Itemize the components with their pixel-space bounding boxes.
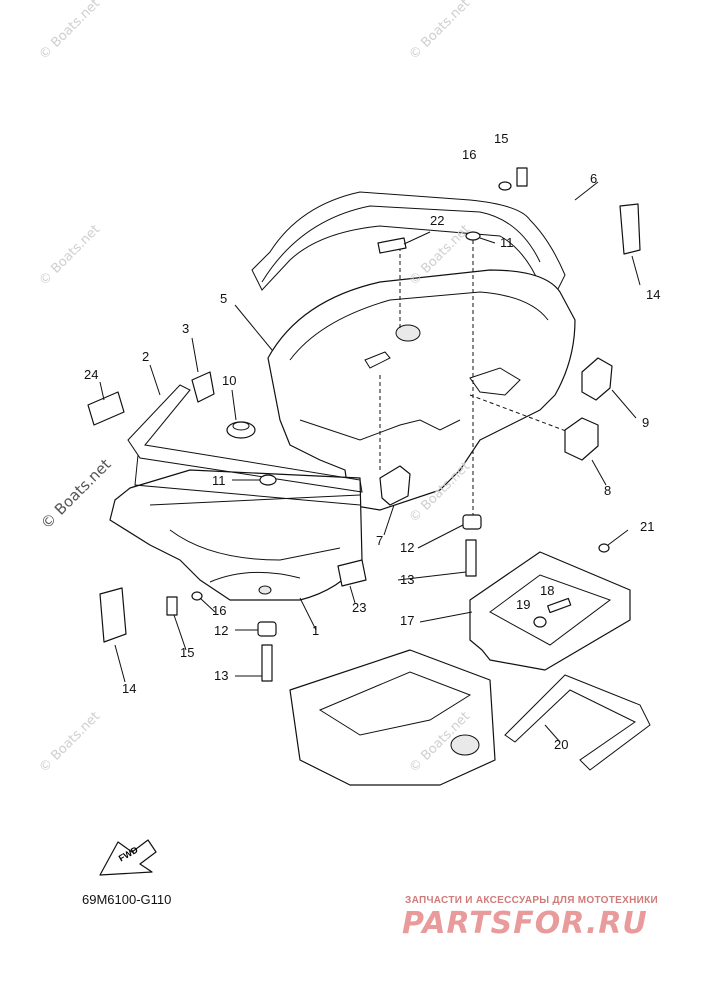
bottom-cowling bbox=[267, 240, 591, 511]
callout-20: 20 bbox=[554, 737, 569, 752]
callout-13-left: 13 bbox=[214, 668, 229, 683]
callout-11-upper: 11 bbox=[500, 235, 514, 250]
label-22-part bbox=[377, 237, 407, 254]
callout-2: 2 bbox=[142, 349, 150, 364]
callout-18: 18 bbox=[540, 583, 555, 598]
callout-12-left: 12 bbox=[214, 623, 229, 638]
callout-3: 3 bbox=[182, 321, 190, 336]
callout-19: 19 bbox=[516, 597, 531, 612]
callout-9: 9 bbox=[642, 415, 650, 430]
latch-14-left bbox=[99, 587, 127, 643]
leader-lines bbox=[99, 181, 641, 743]
callout-14-right: 14 bbox=[646, 287, 661, 302]
callout-6: 6 bbox=[590, 171, 598, 186]
callout-7: 7 bbox=[376, 533, 384, 548]
label-24-part bbox=[87, 391, 125, 426]
grommet-10-part bbox=[226, 421, 256, 439]
callout-17: 17 bbox=[400, 613, 415, 628]
seal-lower bbox=[127, 384, 363, 506]
callout-8: 8 bbox=[604, 483, 612, 498]
callout-12-right: 12 bbox=[400, 540, 415, 555]
callout-10: 10 bbox=[222, 373, 237, 388]
callout-11-lower: 11 bbox=[212, 473, 226, 488]
grommets bbox=[379, 357, 613, 506]
bolts bbox=[257, 514, 482, 682]
callout-22: 22 bbox=[430, 213, 445, 228]
diagram-code: 69M6100-G110 bbox=[82, 892, 172, 907]
callout-15-bottom: 15 bbox=[180, 645, 195, 660]
brand-logo[interactable]: PARTSFOR.RU bbox=[402, 906, 648, 941]
fwd-arrow-icon bbox=[99, 839, 157, 876]
callout-5: 5 bbox=[220, 291, 228, 306]
callout-15-top: 15 bbox=[494, 131, 509, 146]
callout-21: 21 bbox=[640, 519, 655, 534]
small-screws bbox=[166, 167, 610, 628]
lower-pan bbox=[109, 469, 363, 601]
callout-16-bottom: 16 bbox=[212, 603, 227, 618]
label-23-part bbox=[337, 559, 367, 587]
callout-16-top: 16 bbox=[462, 147, 477, 162]
bracket-20-part bbox=[504, 674, 651, 771]
callout-1: 1 bbox=[312, 623, 320, 638]
clip-3-part bbox=[191, 371, 215, 403]
callout-24: 24 bbox=[84, 367, 99, 382]
brand-tagline: ЗАПЧАСТИ И АКСЕССУАРЫ ДЛЯ МОТОТЕХНИКИ bbox=[405, 895, 658, 906]
engine-base bbox=[289, 649, 496, 786]
callout-14-left: 14 bbox=[122, 681, 137, 696]
callout-23: 23 bbox=[352, 600, 367, 615]
callout-13-right: 13 bbox=[400, 572, 415, 587]
latch-14-right bbox=[619, 203, 641, 255]
